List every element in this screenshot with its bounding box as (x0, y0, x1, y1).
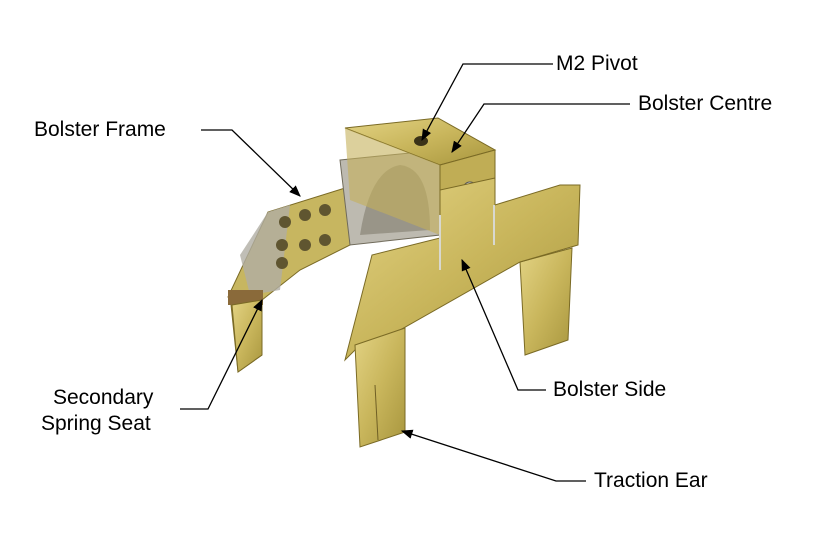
bolster-side-leader (461, 258, 546, 391)
leader-lines (180, 63, 630, 482)
m2-pivot-leader (421, 63, 553, 142)
label-spring-seat: Spring Seat (41, 412, 151, 435)
bolster-frame-leader (201, 129, 301, 197)
spring-seat-leg (231, 299, 263, 373)
bolster-centre-leader (451, 103, 630, 153)
label-bolster-centre: Bolster Centre (638, 92, 773, 115)
traction-ear-leader (400, 429, 586, 482)
bolster-frame-part (227, 187, 361, 305)
secondary-spring-seat-leader (180, 298, 263, 410)
label-m2-pivot: M2 Pivot (556, 52, 638, 75)
label-secondary: Secondary (53, 386, 154, 409)
label-bolster-frame: Bolster Frame (34, 118, 166, 141)
label-traction-ear: Traction Ear (594, 469, 708, 492)
traction-ear-part (354, 327, 406, 448)
label-bolster-side: Bolster Side (553, 378, 667, 401)
rear-right-leg (519, 247, 573, 356)
